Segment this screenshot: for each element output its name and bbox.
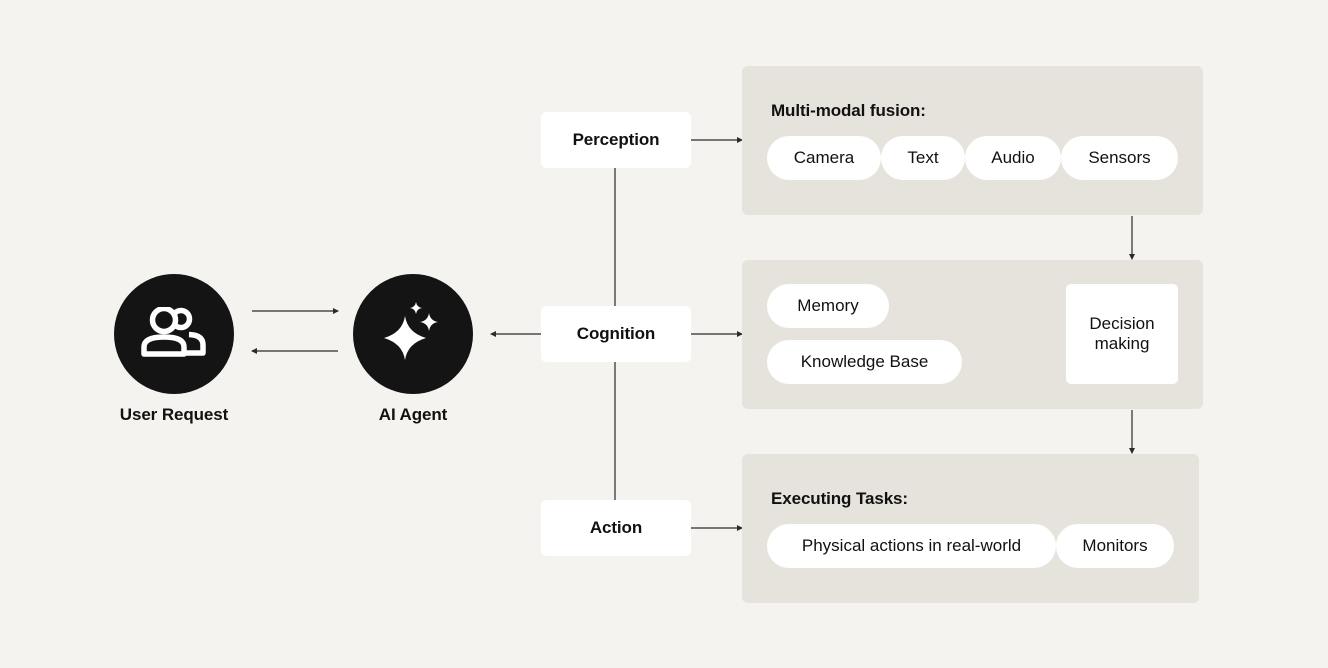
knowledge-base-pill: Knowledge Base — [767, 340, 962, 384]
execution-title: Executing Tasks: — [771, 489, 908, 508]
decision-making-box: Decision making — [1066, 284, 1178, 384]
camera-pill: Camera — [767, 136, 881, 180]
fusion-title: Multi-modal fusion: — [771, 101, 926, 120]
physical-actions-pill: Physical actions in real-world — [767, 524, 1056, 568]
text-pill: Text — [881, 136, 965, 180]
sensors-pill: Sensors — [1061, 136, 1178, 180]
monitors-pill: Monitors — [1056, 524, 1174, 568]
users-icon — [141, 305, 207, 362]
perception-box: Perception — [541, 112, 691, 168]
fusion-panel: Multi-modal fusion: Camera Text Audio Se… — [742, 66, 1203, 215]
action-box: Action — [541, 500, 691, 556]
execution-panel: Executing Tasks: Physical actions in rea… — [742, 454, 1199, 603]
cognition-box: Cognition — [541, 306, 691, 362]
cognition-panel: Memory Knowledge Base Decision making — [742, 260, 1203, 409]
sparkles-icon — [381, 300, 445, 369]
audio-pill: Audio — [965, 136, 1061, 180]
ai-agent-label: AI Agent — [378, 405, 448, 424]
user-request-label: User Request — [119, 405, 229, 424]
memory-pill: Memory — [767, 284, 889, 328]
ai-agent-node — [353, 274, 473, 394]
user-request-node — [114, 274, 234, 394]
